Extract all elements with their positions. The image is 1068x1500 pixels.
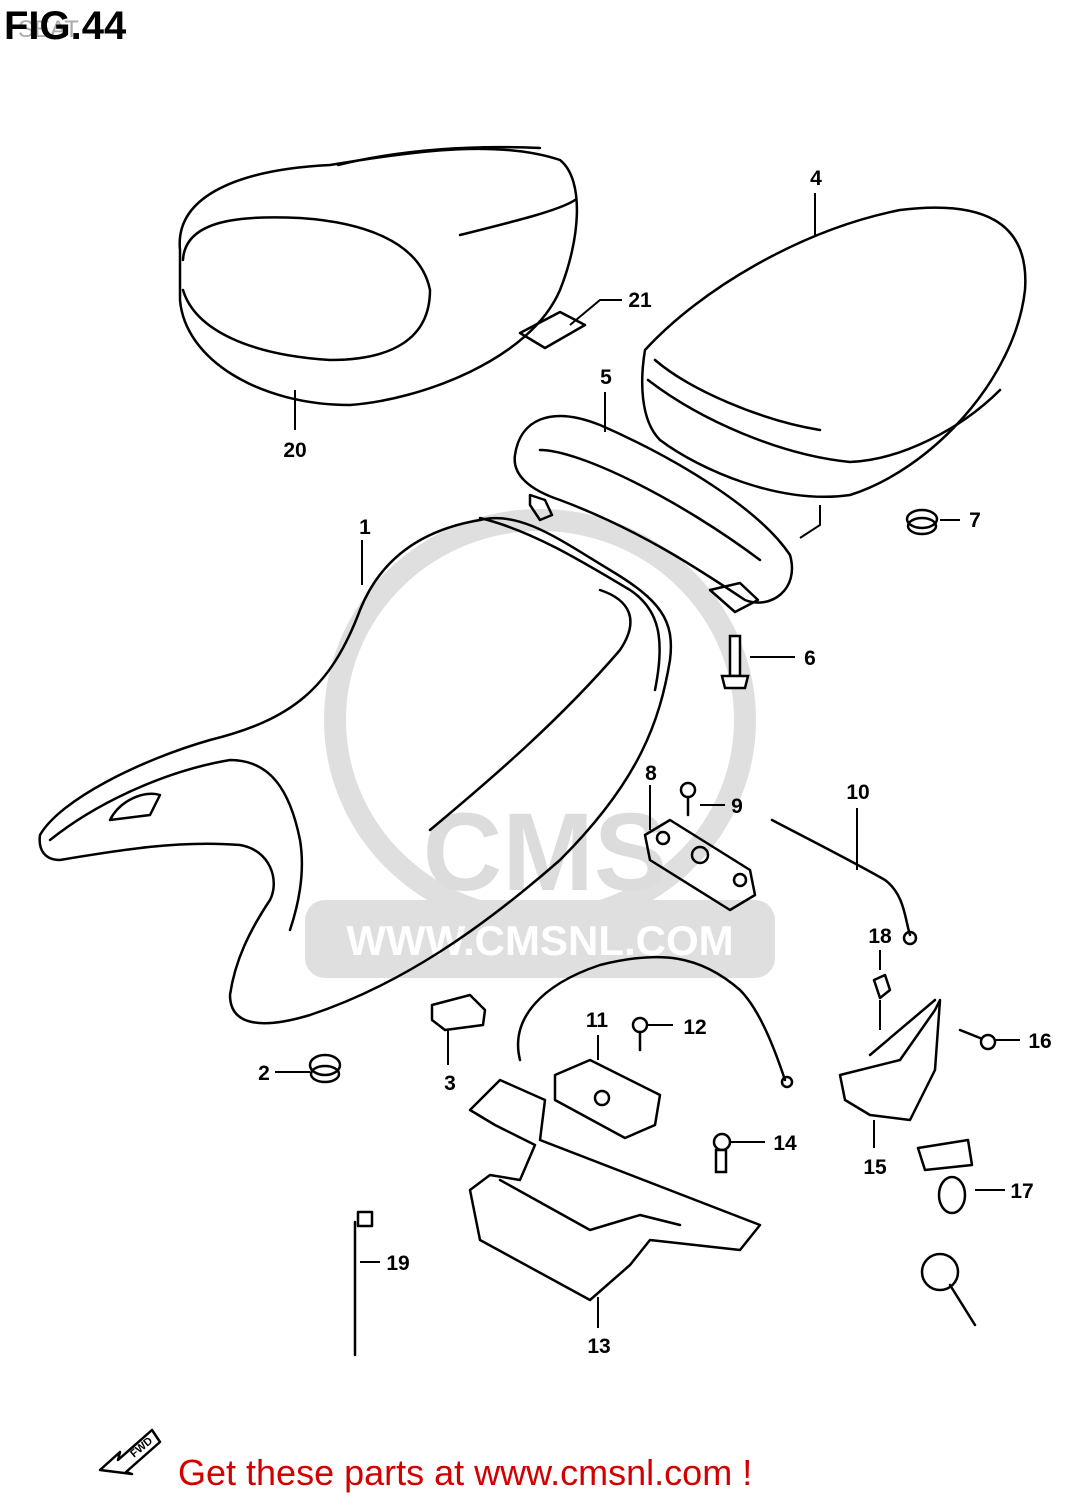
label-3: 3 [444,1072,456,1095]
label-7: 7 [969,509,981,532]
part-20-seat-cowl[interactable] [178,145,579,407]
figure-title: FIG.44 [4,4,127,48]
label-13: 13 [587,1335,610,1358]
part-9-screw[interactable] [679,781,697,817]
part-18-clip[interactable] [872,973,892,1000]
part-10-cable[interactable] [770,818,918,946]
label-10: 10 [846,781,869,804]
part-17-seat-lock[interactable] [916,1138,977,1327]
figure-subtitle: SEAT [18,16,79,43]
label-20: 20 [283,439,306,462]
label-1: 1 [359,516,371,539]
part-8-seat-catch[interactable] [643,818,757,912]
part-13-bracket-plate[interactable] [468,1078,762,1302]
part-15-bracket[interactable] [838,998,942,1122]
label-11: 11 [586,1009,609,1032]
part-7-grommet[interactable] [905,508,939,536]
label-6: 6 [804,647,816,670]
part-12-screw[interactable] [631,1016,649,1052]
watermark-logo: CMS [423,791,667,914]
part-14-bolt[interactable] [712,1132,732,1174]
label-15: 15 [863,1156,887,1179]
part-4-rear-seat[interactable] [641,206,1027,539]
footer-link[interactable]: Get these parts at www.cmsnl.com ! [178,1452,753,1493]
part-3-clamp[interactable] [430,993,487,1032]
label-5: 5 [600,366,612,389]
part-labels: 1 2 3 4 5 6 7 8 9 10 11 12 13 14 15 16 1… [258,167,1052,1358]
watermark-url: WWW.CMSNL.COM [346,917,733,964]
label-2: 2 [258,1062,270,1085]
label-21: 21 [628,289,652,312]
fwd-arrow-icon: FWD [98,1428,162,1476]
label-14: 14 [773,1132,797,1155]
part-16-screw[interactable] [958,1028,997,1051]
part-6-bolt[interactable] [720,634,750,690]
part-2-nut[interactable] [308,1053,342,1084]
label-19: 19 [386,1252,409,1275]
part-19-band[interactable] [353,1210,374,1357]
label-18: 18 [868,925,892,948]
label-16: 16 [1028,1030,1051,1053]
label-4: 4 [810,167,822,190]
part-5-grab-rail[interactable] [513,414,794,614]
label-9: 9 [731,795,743,818]
label-17: 17 [1010,1180,1033,1203]
part-21-label[interactable] [518,310,587,350]
leader-lines [275,193,1020,1328]
part-11-seat-catch[interactable] [516,955,794,1140]
watermark: WWW.CMSNL.COM CMS [305,509,775,978]
part-1-seat[interactable] [38,516,673,1025]
label-12: 12 [683,1016,706,1039]
label-8: 8 [645,762,657,785]
